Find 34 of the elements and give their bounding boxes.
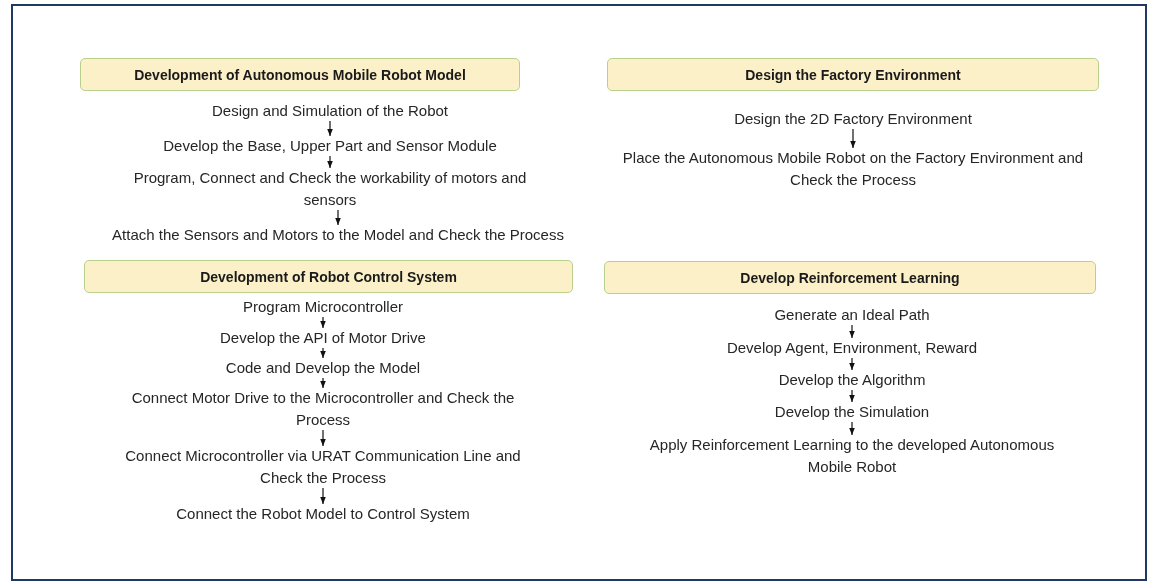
process-step: Develop Agent, Environment, Reward xyxy=(726,337,978,359)
arrow xyxy=(320,347,326,359)
process-step: Attach the Sensors and Motors to the Model and Check the Process xyxy=(112,224,564,246)
process-step: Connect the Robot Model to Control System xyxy=(176,503,470,525)
process-step: Develop the Algorithm xyxy=(778,369,926,391)
section-header: Development of Autonomous Mobile Robot Model xyxy=(80,58,520,91)
process-step: Design and Simulation of the Robot xyxy=(212,100,448,122)
arrow xyxy=(335,209,341,226)
process-step: Design the 2D Factory Environment xyxy=(734,108,972,130)
process-step: Develop the Simulation xyxy=(774,401,930,423)
arrow xyxy=(849,324,855,339)
process-step: Program Microcontroller xyxy=(243,296,403,318)
section-header: Design the Factory Environment xyxy=(607,58,1099,91)
arrow xyxy=(849,389,855,403)
arrow xyxy=(320,429,326,447)
process-step: Connect Microcontroller via URAT Communication Line and Check the Process xyxy=(113,445,533,489)
process-step: Place the Autonomous Mobile Robot on the Factory Environment and Check the Process xyxy=(618,147,1088,191)
arrow xyxy=(327,155,333,169)
process-step: Connect Motor Drive to the Microcontroller and Check the Process xyxy=(123,387,523,431)
arrow xyxy=(320,316,326,329)
process-step: Develop the Base, Upper Part and Sensor Module xyxy=(163,135,497,157)
process-step: Apply Reinforcement Learning to the developed Autonomous Mobile Robot xyxy=(642,434,1062,478)
section-header: Development of Robot Control System xyxy=(84,260,573,293)
arrow xyxy=(320,377,326,389)
process-step: Develop the API of Motor Drive xyxy=(220,327,426,349)
arrow xyxy=(849,357,855,371)
arrow xyxy=(327,120,333,137)
section-header: Develop Reinforcement Learning xyxy=(604,261,1096,294)
process-step: Generate an Ideal Path xyxy=(774,304,930,326)
arrow xyxy=(320,487,326,505)
process-step: Program, Connect and Check the workability of motors and sensors xyxy=(120,167,540,211)
arrow xyxy=(849,421,855,436)
arrow xyxy=(850,128,856,149)
process-step: Code and Develop the Model xyxy=(225,357,421,379)
